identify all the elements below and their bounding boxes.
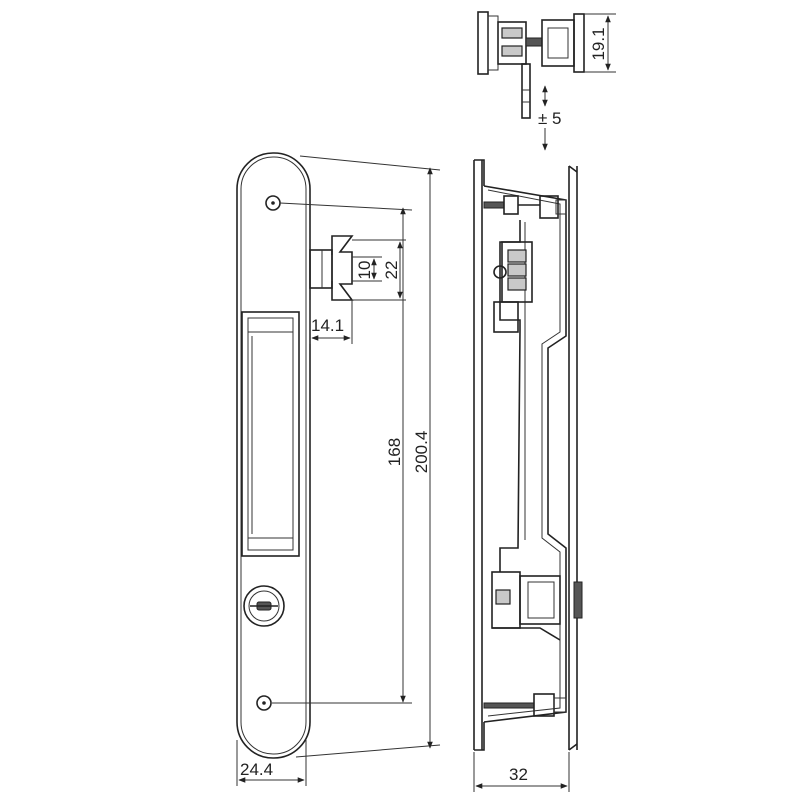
dim-strike-height: 19.1 [589,27,608,60]
cylinder-mechanism [491,571,583,641]
hook-mechanism [493,220,533,572]
strike-dimensions [542,13,616,151]
dim-adjustment: ± 5 [538,109,562,128]
dim-plate-width: 24.4 [240,760,273,779]
dim-hook-tip: 10 [355,261,374,280]
bottom-screw-icon [256,695,272,711]
top-mounting-stud [483,195,567,219]
dim-plate-height: 200.4 [412,431,431,474]
lock-body-side [473,159,583,751]
bottom-mounting-stud [483,693,567,717]
strike-keeper [477,11,585,119]
dimension-lines-side [473,752,570,792]
dim-body-depth: 32 [509,765,528,784]
key-cylinder-icon [243,585,285,627]
dim-screw-spacing: 168 [385,438,404,466]
finger-pull-recess [241,311,300,557]
top-screw-icon [265,195,281,211]
dim-hook-projection: 14.1 [311,316,344,335]
face-plate [236,152,311,759]
hook-latch [309,235,354,301]
dimension-lines-front [236,155,441,786]
dim-hook-height: 22 [382,261,401,280]
